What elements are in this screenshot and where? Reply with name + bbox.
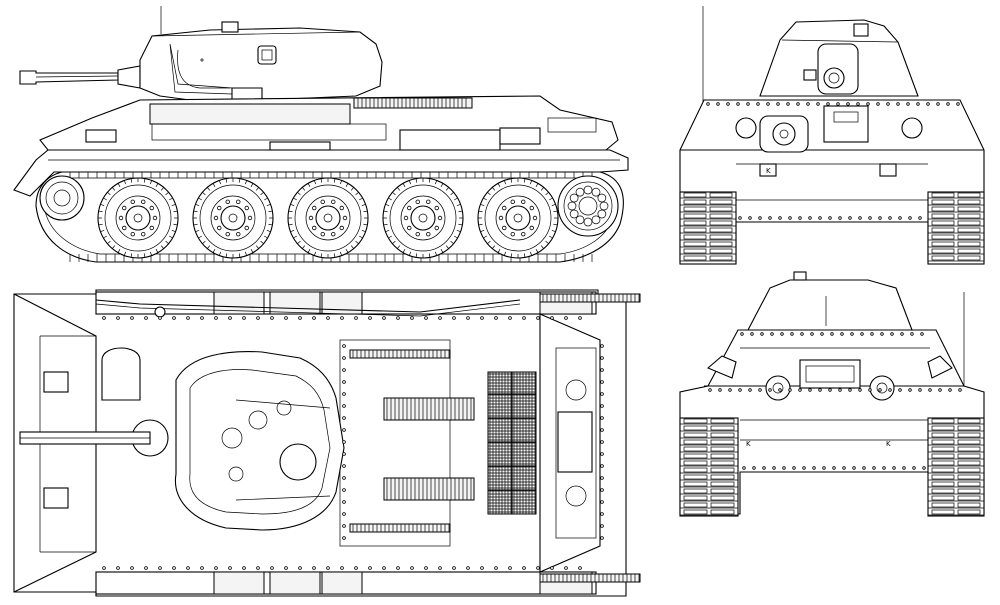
road-wheels [97,177,559,259]
side-tool-box [399,129,501,151]
turret [139,21,383,103]
road-wheel [192,177,274,259]
grille-strip [539,573,641,583]
rear-rivets [708,332,962,470]
radiator-mesh [487,371,537,515]
engine-grilles-top [349,293,641,583]
top-view [13,289,641,597]
road-wheel [382,177,464,259]
driver-hatch [101,347,141,401]
front-track-right [927,191,985,265]
engine-grille-slats [357,98,467,108]
driver-hatch-front [823,105,869,143]
tow-cable [95,299,521,313]
idler-wheel [39,175,85,221]
tow-hook-right [43,487,69,509]
grille-plate [383,477,475,501]
hull-rivets [102,316,604,570]
exhaust-right [869,375,895,401]
road-wheel [477,177,559,259]
rear-left-mark: K [746,440,751,448]
exhaust-left [765,375,791,401]
headlight [154,306,166,318]
road-wheel [287,177,369,259]
rear-view: K K [679,271,985,517]
hull-upper [13,95,629,197]
rear-access-hatch [557,411,593,473]
tow-hook-left [43,371,69,393]
front-view: K [679,6,985,265]
rear-track-right [927,417,985,517]
gun-barrel [19,65,141,89]
turret-top [174,351,345,531]
turret-hatch-periscope [221,21,239,33]
headlight-left [735,117,757,139]
grille-strip [349,349,451,359]
front-track-left [679,191,737,265]
rear-turret [747,279,913,331]
turret-hatch [279,443,317,481]
stowage-boxes-right [213,571,593,595]
side-view [13,6,629,263]
grille-strip [539,293,641,303]
engine-grille [353,97,473,109]
front-rivets [706,102,960,220]
road-wheel [97,177,179,259]
rear-right-mark: K [886,440,891,448]
rear-transmission-hatch [799,359,861,389]
turret-vision-port [257,45,277,65]
headlight-right [901,117,923,139]
rear-track-left [679,417,739,517]
front-left-mark: K [766,167,771,175]
grille-strip [349,523,451,533]
side-stowage-box [149,103,351,125]
grille-plate [383,397,475,421]
drive-sprocket [557,175,619,237]
